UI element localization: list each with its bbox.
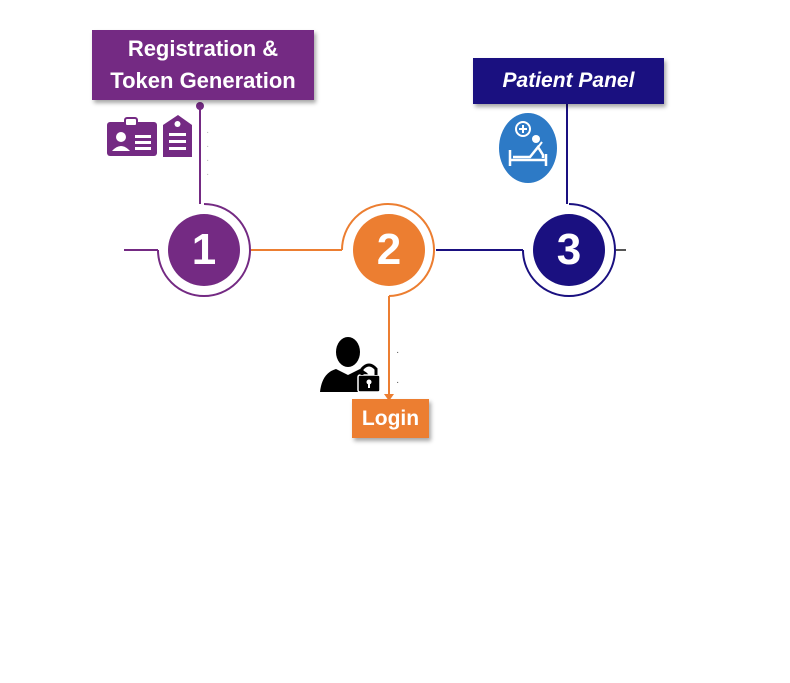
step-2-number: 2	[376, 225, 402, 274]
registration-token-box: Registration & Token Generation	[92, 30, 314, 100]
step-1-circle	[168, 214, 240, 286]
step-3-arc	[522, 203, 616, 297]
step-1-number: 1	[191, 225, 217, 274]
step-1-stem-dot	[196, 102, 204, 110]
login-box: Login	[352, 399, 429, 438]
id-card-icon	[107, 115, 192, 157]
login-bullet-marks: · ·	[396, 347, 400, 388]
registration-title-line2: Token Generation	[110, 68, 296, 93]
registration-bullet-marks: · · · ·	[206, 127, 210, 180]
patient-bed-icon	[499, 113, 557, 183]
registration-title-line1: Registration &	[127, 36, 279, 61]
step-2-arc	[341, 203, 435, 297]
step-3-circle	[533, 214, 605, 286]
step-2-stem-arrow	[384, 394, 394, 401]
step-1-arc	[157, 203, 251, 297]
patient-panel-box: Patient Panel	[473, 58, 664, 104]
user-lock-icon	[320, 337, 381, 393]
step-3-number: 3	[556, 225, 582, 274]
step-2-circle	[353, 214, 425, 286]
